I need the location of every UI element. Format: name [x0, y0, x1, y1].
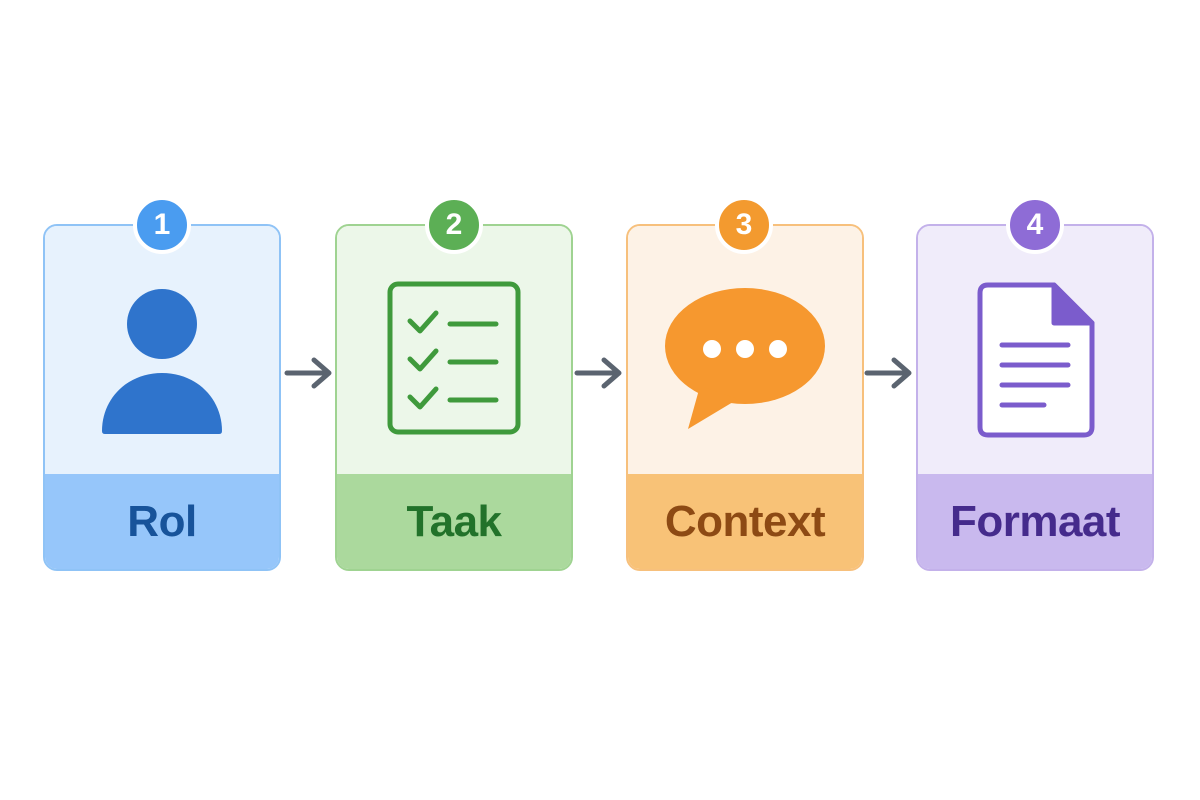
step-label: Context	[628, 474, 862, 569]
step-number-badge: 2	[425, 196, 483, 254]
step-card-rol: Rol	[43, 224, 281, 571]
step-number-badge: 1	[133, 196, 191, 254]
arrow-right-icon	[864, 357, 912, 389]
step-number-badge: 4	[1006, 196, 1064, 254]
person-icon	[102, 289, 222, 434]
document-icon	[977, 282, 1095, 438]
card-top	[918, 226, 1152, 476]
step-label: Taak	[337, 474, 571, 569]
step-label: Rol	[45, 474, 279, 569]
step-card-formaat: Formaat	[916, 224, 1154, 571]
step-number-badge: 3	[715, 196, 773, 254]
checklist-icon	[387, 281, 521, 435]
arrow-right-icon	[284, 357, 332, 389]
card-top	[628, 226, 862, 476]
arrow-right-icon	[574, 357, 622, 389]
step-label: Formaat	[918, 474, 1152, 569]
card-top	[337, 226, 571, 476]
chat-bubble-icon	[665, 288, 825, 429]
card-top	[45, 226, 279, 476]
step-card-context: Context	[626, 224, 864, 571]
step-card-taak: Taak	[335, 224, 573, 571]
